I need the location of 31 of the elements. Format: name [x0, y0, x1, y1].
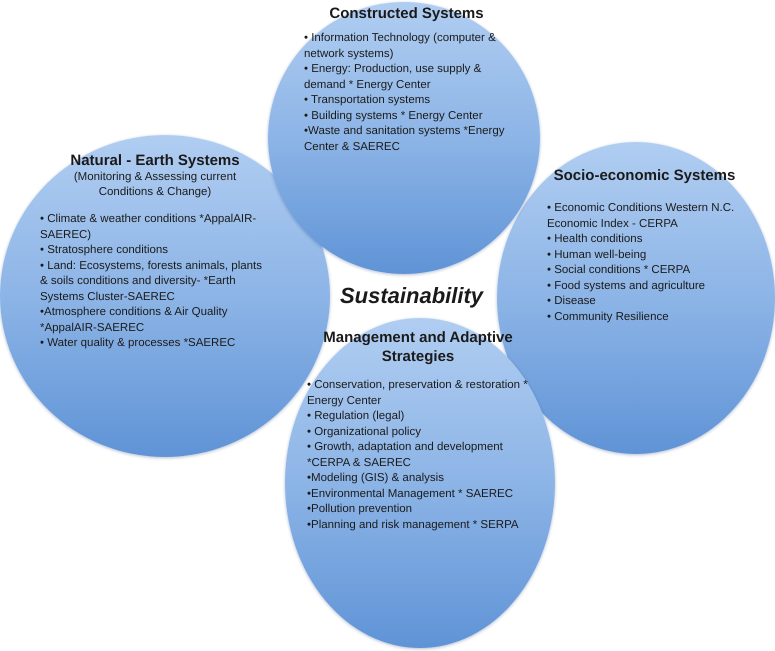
bullet-item: •Atmosphere conditions & Air Quality *AppalAIR-SAEREC	[40, 305, 228, 336]
bullet-item: • Regulation (legal)	[307, 409, 406, 424]
bullet-item: • Climate & weather conditions *AppalAIR- SAEREC)	[40, 212, 258, 242]
bullet-item: •Pollution prevention	[307, 502, 414, 517]
circle-heading: Socio-economic Systems	[552, 166, 736, 185]
bullet-item: • Organizational policy	[307, 424, 422, 440]
bullet-item: • Information Technology (computer & network systems)	[304, 31, 497, 62]
circle-subtitle: (Monitoring & Assessing current Conditions & Change)	[72, 170, 238, 200]
circle-heading: Management and Adaptive Strategies	[322, 328, 514, 366]
bullet-item: • Food systems and agriculture	[547, 278, 706, 294]
bullet-item: • Water quality & processes *SAEREC	[40, 336, 236, 351]
bullet-item: •Planning and risk management * SERPA	[307, 518, 520, 532]
bullet-item: • Stratosphere conditions	[40, 243, 170, 258]
bullet-item: • Building systems * Energy Center	[304, 108, 484, 124]
bullet-item: • Social conditions * CERPA	[547, 263, 692, 278]
bullet-item: •Environmental Management * SAEREC	[307, 486, 514, 502]
bullet-item: •Modeling (GIS) & analysis	[307, 471, 445, 486]
bullet-item: • Economic Conditions Western N.C. Economic Index - CERPA	[547, 201, 736, 232]
bullet-item: • Disease	[547, 294, 597, 309]
bullet-item: • Human well-being	[547, 248, 648, 262]
bullet-item: • Conservation, preservation & restoration * Energy Center	[307, 378, 529, 408]
bullet-item: •Waste and sanitation systems *Energy Center & SAEREC	[304, 124, 506, 154]
bullet-item: • Transportation systems	[304, 93, 432, 108]
bullet-item: • Energy: Production, use supply & demand * Energy Center	[304, 62, 482, 92]
bullet-item: • Community Resilience	[547, 310, 670, 324]
bullet-item: • Growth, adaptation and development *CERPA & SAEREC	[307, 440, 504, 470]
center-label: Sustainability	[340, 283, 484, 309]
circle-heading: Natural - Earth Systems	[69, 151, 241, 170]
circle-heading: Constructed Systems	[328, 4, 485, 23]
bullet-item: • Land: Ecosystems, forests animals, plants & soils conditions and diversity- *Earth Systems Cluster-SAEREC	[40, 258, 263, 304]
bullet-item: • Health conditions	[547, 232, 644, 247]
